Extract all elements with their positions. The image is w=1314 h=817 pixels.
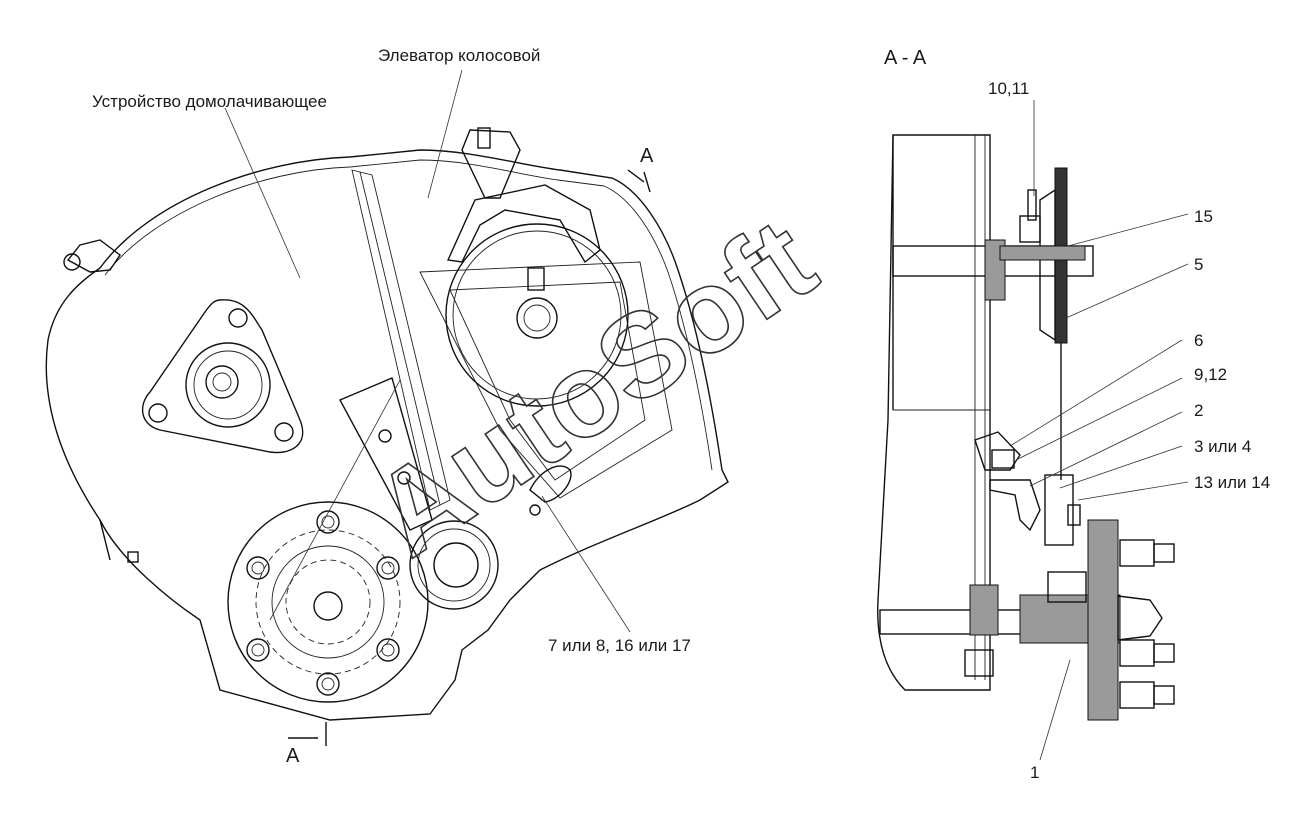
section-view [877,100,1189,761]
label-item-3-4: 3 или 4 [1194,437,1251,456]
label-threshing-device: Устройство домолачивающее [92,92,327,111]
label-item-9-12: 9,12 [1194,365,1227,384]
label-item-6: 6 [1194,331,1203,350]
label-ear-elevator: Элеватор колосовой [378,46,540,65]
idler-pulley [409,520,499,610]
lower-flange [227,501,429,703]
triangular-hub-plate [141,299,304,454]
section-mark-bottom: A [286,745,300,767]
flange-bolts [246,510,400,696]
housing-outline [877,134,991,691]
label-item-15: 15 [1194,207,1213,226]
assembly-view [45,69,729,746]
watermark: AutoSoft [351,194,838,582]
label-item-2: 2 [1194,401,1203,420]
label-item-10-11: 10,11 [988,79,1029,98]
label-item-13-14: 13 или 14 [1194,473,1270,492]
section-view-title: A - A [884,47,927,69]
section-mark-top: A [640,145,654,167]
label-item-5: 5 [1194,255,1203,274]
label-item-1: 1 [1030,763,1039,782]
label-item-7-8: 7 или 8, 16 или 17 [548,636,691,655]
upper-pulley [445,223,629,407]
device-casing [45,149,729,721]
